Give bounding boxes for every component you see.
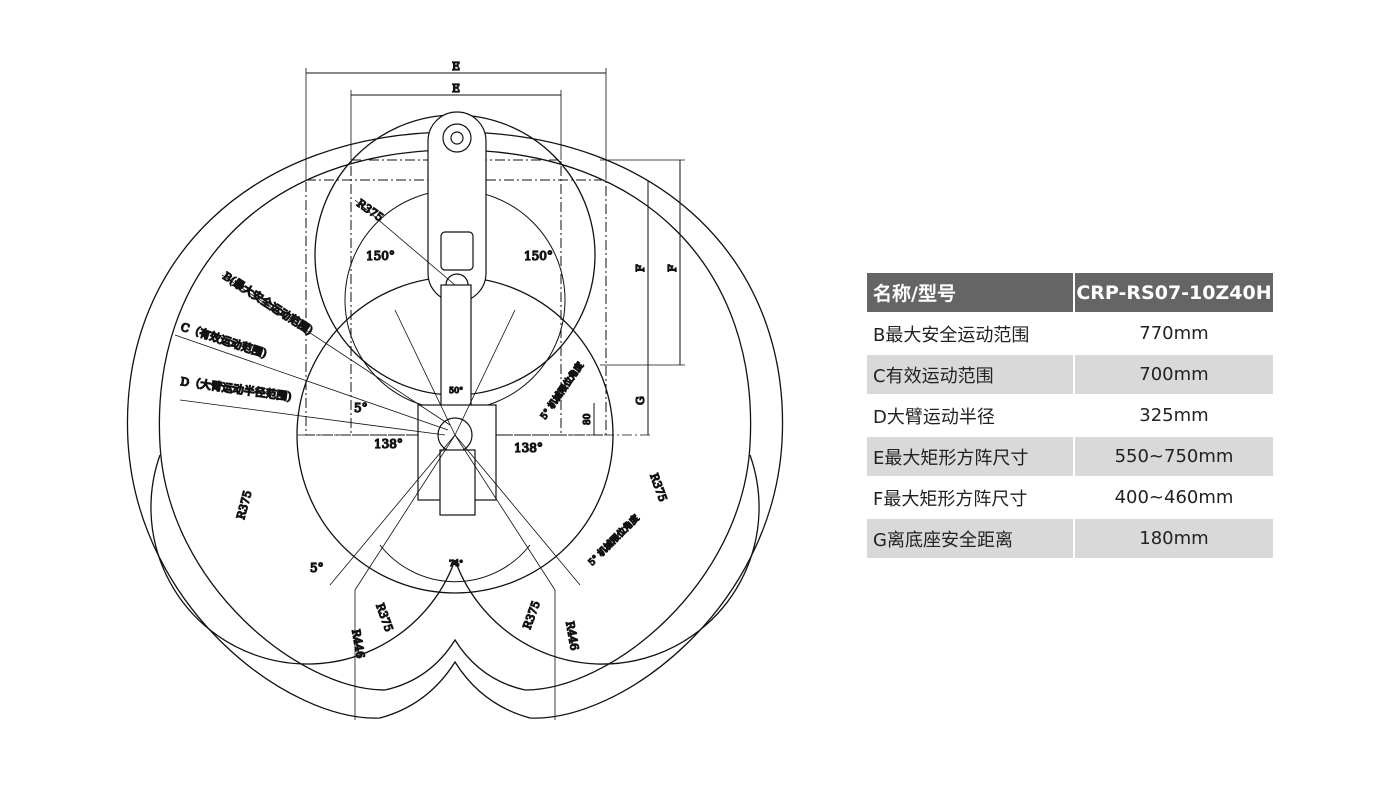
lower-right-arc [454, 454, 760, 665]
row-label: G离底座安全距离 [867, 518, 1075, 560]
dim-e-inner-label: E [452, 82, 460, 95]
mech-limit-bottom: 5° 机械限位角度 [586, 512, 642, 568]
row-value: 180mm [1074, 518, 1273, 560]
angle-138-right: 138° [514, 441, 543, 455]
row-label: C有效运动范围 [867, 354, 1075, 396]
row-value: 550~750mm [1074, 436, 1273, 478]
robot-workspace-diagram: E E F F G 80 R375 R375 R375 R375 R375 R4… [126, 59, 784, 720]
mech-limit-top: 5° 机械限位角度 [538, 360, 586, 422]
angle-50: 50° [449, 386, 463, 395]
angle-138-left: 138° [374, 437, 403, 451]
lower-74-arc [379, 544, 531, 583]
angle-5-bottom: 5° [310, 561, 324, 575]
r375-top-label: R375 [354, 197, 385, 224]
angle-5-top: 5° [354, 401, 368, 415]
dim-f-outer-label: F [666, 264, 679, 272]
inner-boundary-c [158, 149, 752, 691]
dim-80-label: 80 [583, 413, 593, 425]
header-name: 名称/型号 [867, 273, 1075, 314]
row-value: 700mm [1074, 354, 1273, 396]
row-label: B最大安全运动范围 [867, 313, 1075, 355]
r446-left-label: R446 [349, 628, 367, 659]
r375-left-label: R375 [234, 489, 254, 521]
angle-150-left: 150° [366, 249, 395, 263]
table-header: 名称/型号 CRP-RS07-10Z40H [867, 273, 1273, 314]
label-b: B(最大安全运动范围) [220, 269, 315, 338]
lower-left-arc [150, 454, 456, 665]
row-value: 770mm [1074, 313, 1273, 355]
row-value: 325mm [1074, 395, 1273, 437]
angle-150-right: 150° [524, 249, 553, 263]
angle-74: 74° [449, 559, 463, 568]
header-model: CRP-RS07-10Z40H [1074, 273, 1273, 314]
row-label: F最大矩形方阵尺寸 [867, 477, 1075, 519]
row-value: 400~460mm [1074, 477, 1273, 519]
robot-arm [417, 111, 497, 516]
dim-e-outer-label: E [452, 60, 460, 73]
outer-boundary-b [126, 131, 784, 719]
r446-right-label: R446 [563, 620, 581, 651]
dim-f-inner-label: F [634, 264, 647, 272]
r375-br-label: R375 [521, 599, 543, 631]
limit-lines [174, 199, 581, 720]
label-c: C（有效运动范围) [179, 320, 269, 361]
r375-bl-label: R375 [373, 602, 395, 634]
label-d: D（大臂运动半径范围) [180, 374, 293, 403]
row-label: D大臂运动半径 [867, 395, 1075, 437]
dim-g-label: G [634, 396, 647, 405]
r375-right-label: R375 [647, 472, 669, 504]
row-label: E最大矩形方阵尺寸 [867, 436, 1075, 478]
